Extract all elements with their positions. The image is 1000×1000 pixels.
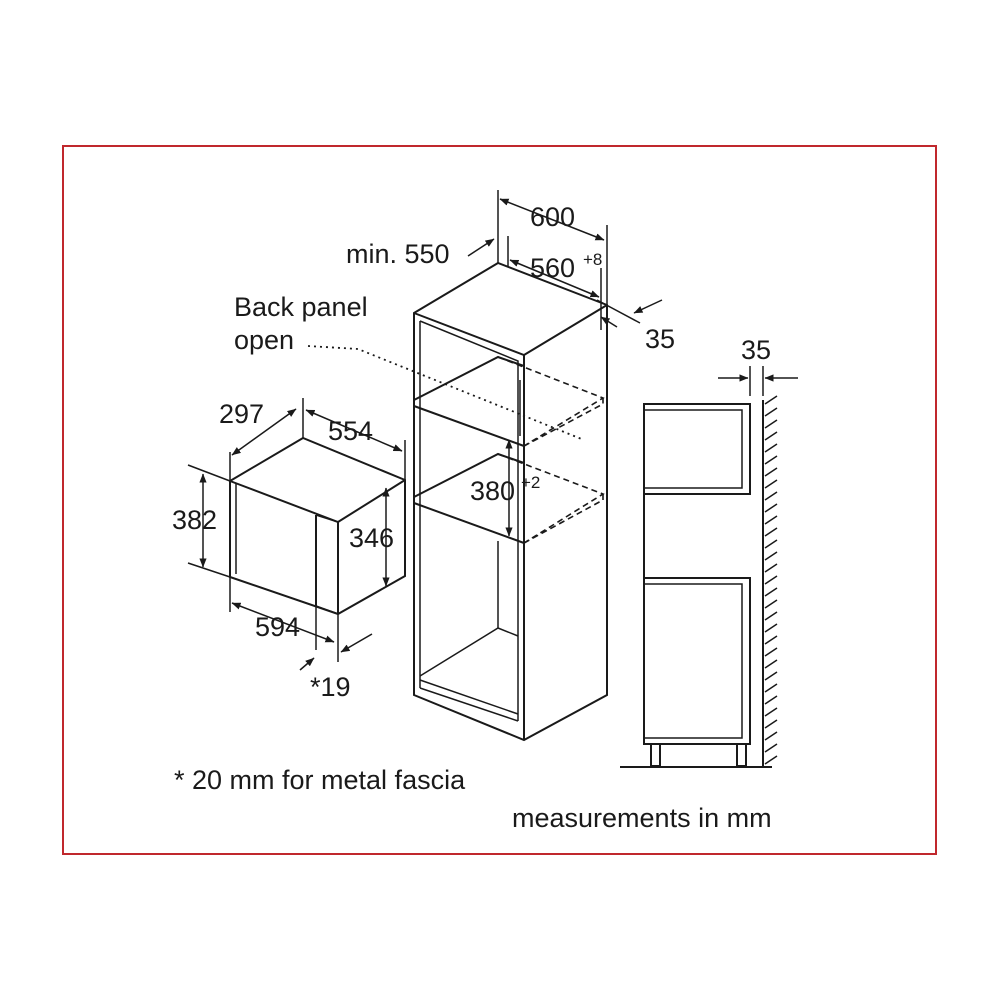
cabinet-dimensions xyxy=(307,190,663,537)
label-560-tolerance: +8 xyxy=(583,250,602,269)
label-600: 600 xyxy=(530,202,575,232)
label-back-panel-open: open xyxy=(234,325,294,355)
label-back-panel: Back panel xyxy=(234,292,368,322)
label-min-550: min. 550 xyxy=(346,239,450,269)
side-section-drawing xyxy=(620,366,798,768)
label-19: *19 xyxy=(310,672,351,702)
label-35-side: 35 xyxy=(741,335,771,365)
label-560: 560 xyxy=(530,253,575,283)
microwave-dimensions xyxy=(187,398,406,671)
label-380: 380 xyxy=(470,476,515,506)
label-554: 554 xyxy=(328,416,373,446)
label-382: 382 xyxy=(172,505,217,535)
label-380-tolerance: +2 xyxy=(521,473,540,492)
label-346: 346 xyxy=(349,523,394,553)
tall-cabinet-drawing xyxy=(413,261,608,742)
label-594: 594 xyxy=(255,612,300,642)
units-note: measurements in mm xyxy=(512,803,772,833)
footnote: * 20 mm for metal fascia xyxy=(174,765,466,795)
label-35-top: 35 xyxy=(645,324,675,354)
label-297: 297 xyxy=(219,399,264,429)
diagram-frame xyxy=(62,145,937,855)
